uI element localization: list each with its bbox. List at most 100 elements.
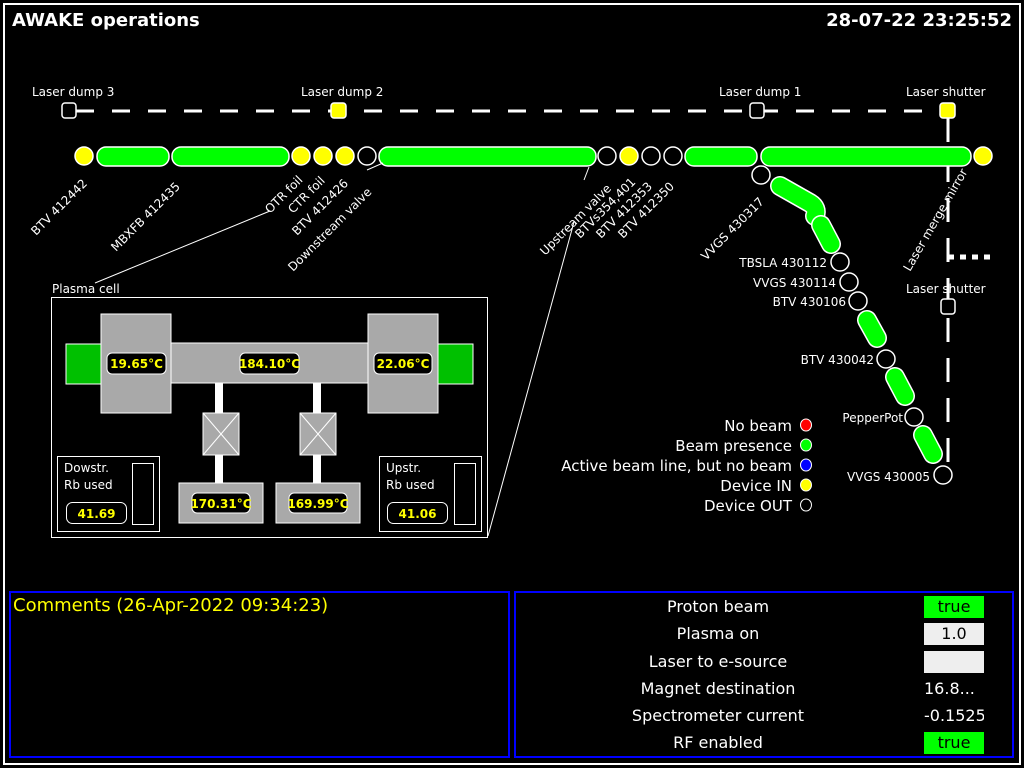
electron-pipe-segment	[858, 311, 886, 347]
legend-label: Beam presence	[675, 437, 792, 455]
status-label: Laser to e-source	[648, 652, 788, 671]
plasma-cell-pointer-line-right	[487, 221, 575, 537]
status-value: true	[924, 596, 984, 618]
label-vvgs-430114: VVGS 430114	[753, 276, 836, 290]
device-btv-412353[interactable]	[641, 146, 661, 166]
rb-value-box	[387, 502, 448, 524]
downstream-rb-used: Dowstr. Rb used 41.69	[57, 456, 160, 532]
status-row-spectrometer-current: Spectrometer current -0.1525	[516, 705, 1012, 727]
device-pepperpot[interactable]	[904, 407, 924, 427]
beam-pipe-segment	[684, 146, 758, 167]
legend-label: No beam	[724, 417, 792, 435]
device-btv-430106[interactable]	[848, 291, 868, 311]
label-btv-430042: BTV 430042	[801, 353, 874, 367]
temp-reservoir-upstream: 169.99°C	[287, 497, 348, 511]
beam-pipe-segment	[96, 146, 170, 167]
laser-dump-1[interactable]: Laser dump 1	[719, 85, 801, 119]
beam-pipe-segment	[760, 146, 972, 167]
datetime-display: 28-07-22 23:25:52	[826, 10, 1012, 31]
legend-device-in-icon	[800, 478, 812, 492]
plasma-cell-end-right	[436, 343, 474, 385]
device-btv-412442[interactable]	[74, 146, 94, 166]
laser-dump-3[interactable]: Laser dump 3	[32, 85, 114, 119]
laser-dump-2[interactable]: Laser dump 2	[301, 85, 383, 119]
comments-panel: Comments (26-Apr-2022 09:34:23)	[9, 591, 510, 758]
device-vvgs-430317[interactable]	[751, 165, 771, 185]
beamline-devices	[74, 146, 993, 166]
device-out-icon	[61, 102, 77, 119]
device-otr-foil[interactable]	[291, 146, 311, 166]
temp-upstream: 22.06°C	[377, 357, 430, 371]
device-tbsla-430112[interactable]	[830, 252, 850, 272]
plasma-cell: Plasma cell 19.65°C 184.10°C 22.06°C	[51, 282, 488, 538]
legend-active-no-beam-icon	[800, 458, 812, 472]
device-in-icon	[330, 102, 347, 119]
reservoir-stem	[215, 455, 223, 483]
rb-value-upstream: 41.06	[399, 507, 437, 521]
rb-label: Upstr.	[386, 461, 421, 475]
device-downstream-valve[interactable]	[357, 146, 377, 166]
rb-level-bar	[132, 463, 154, 525]
device-btv-412426[interactable]	[335, 146, 355, 166]
temp-box	[288, 492, 348, 514]
device-btvs354-401[interactable]	[619, 146, 639, 166]
legend-no-beam-icon	[800, 418, 812, 432]
status-value: true	[924, 732, 984, 754]
electron-pipe-segment	[771, 177, 825, 225]
rb-label: Rb used	[386, 478, 435, 492]
device-in-icon	[939, 102, 956, 119]
status-label: Magnet destination	[640, 679, 796, 698]
device-vvgs-430005[interactable]	[933, 465, 953, 485]
rb-value-downstream: 41.69	[78, 507, 116, 521]
rb-level-bar	[454, 463, 476, 525]
device-vvgs-430114[interactable]	[839, 272, 859, 292]
beam-pipe-segment	[378, 146, 597, 167]
status-value: 16.8...	[924, 679, 975, 698]
reservoir-stem	[215, 383, 223, 413]
plasma-cell-pointer-line	[94, 210, 271, 284]
device-ctr-foil[interactable]	[313, 146, 333, 166]
upstream-rb-used: Upstr. Rb used 41.06	[379, 456, 482, 532]
beam-pipes	[96, 146, 972, 167]
page-title: AWAKE operations	[12, 10, 200, 31]
status-label: Plasma on	[676, 624, 760, 643]
pointer-line	[583, 166, 590, 181]
electron-pipe-segment	[886, 368, 914, 405]
laser-shutter-2[interactable]: Laser shutter	[906, 282, 986, 315]
status-label: Proton beam	[666, 597, 770, 616]
status-label: RF enabled	[673, 733, 763, 752]
temp-box	[373, 352, 433, 375]
legend-device-out-icon	[800, 498, 812, 512]
status-row-laser-to-e-source: Laser to e-source	[516, 651, 1012, 673]
device-out-icon	[940, 298, 956, 315]
device-btv-412350[interactable]	[663, 146, 683, 166]
reservoir-stem	[313, 383, 321, 413]
comments-title: Comments (26-Apr-2022 09:34:23)	[13, 595, 329, 616]
device-laser-merge-mirror[interactable]	[973, 146, 993, 166]
device-btv-430042[interactable]	[876, 349, 896, 369]
laser-shutter-1[interactable]: Laser shutter	[906, 85, 986, 119]
beamline-synoptic: Laser dump 3 Laser dump 2 Laser dump 1 L…	[28, 85, 993, 538]
status-label: Spectrometer current	[631, 706, 805, 725]
temp-box	[239, 352, 300, 375]
temp-box	[106, 352, 167, 375]
rb-label: Rb used	[64, 478, 113, 492]
label-vvgs-430005: VVGS 430005	[847, 470, 930, 484]
pointer-line	[366, 162, 384, 171]
device-upstream-valve[interactable]	[597, 146, 617, 166]
label-pepperpot: PepperPot	[842, 411, 903, 425]
electron-pipe-segment	[914, 426, 942, 463]
legend-label: Device OUT	[704, 497, 793, 515]
valve-icon-upstream	[299, 412, 337, 456]
window-frame	[3, 3, 1021, 765]
status-panel: Proton beam true Plasma on 1.0 Laser to …	[514, 591, 1014, 758]
status-row-plasma-on: Plasma on 1.0	[516, 623, 1012, 645]
legend: No beam Beam presence Active beam line, …	[561, 417, 812, 515]
label-vvgs-430317: VVGS 430317	[698, 195, 767, 264]
beam-pipe-segment	[171, 146, 290, 167]
electron-pipe-segment	[812, 216, 840, 253]
status-row-rf-enabled: RF enabled true	[516, 732, 1012, 754]
laser-shutter-2-label: Laser shutter	[906, 282, 986, 296]
laser-shutter-label: Laser shutter	[906, 85, 986, 99]
status-row-proton-beam: Proton beam true	[516, 596, 1012, 618]
